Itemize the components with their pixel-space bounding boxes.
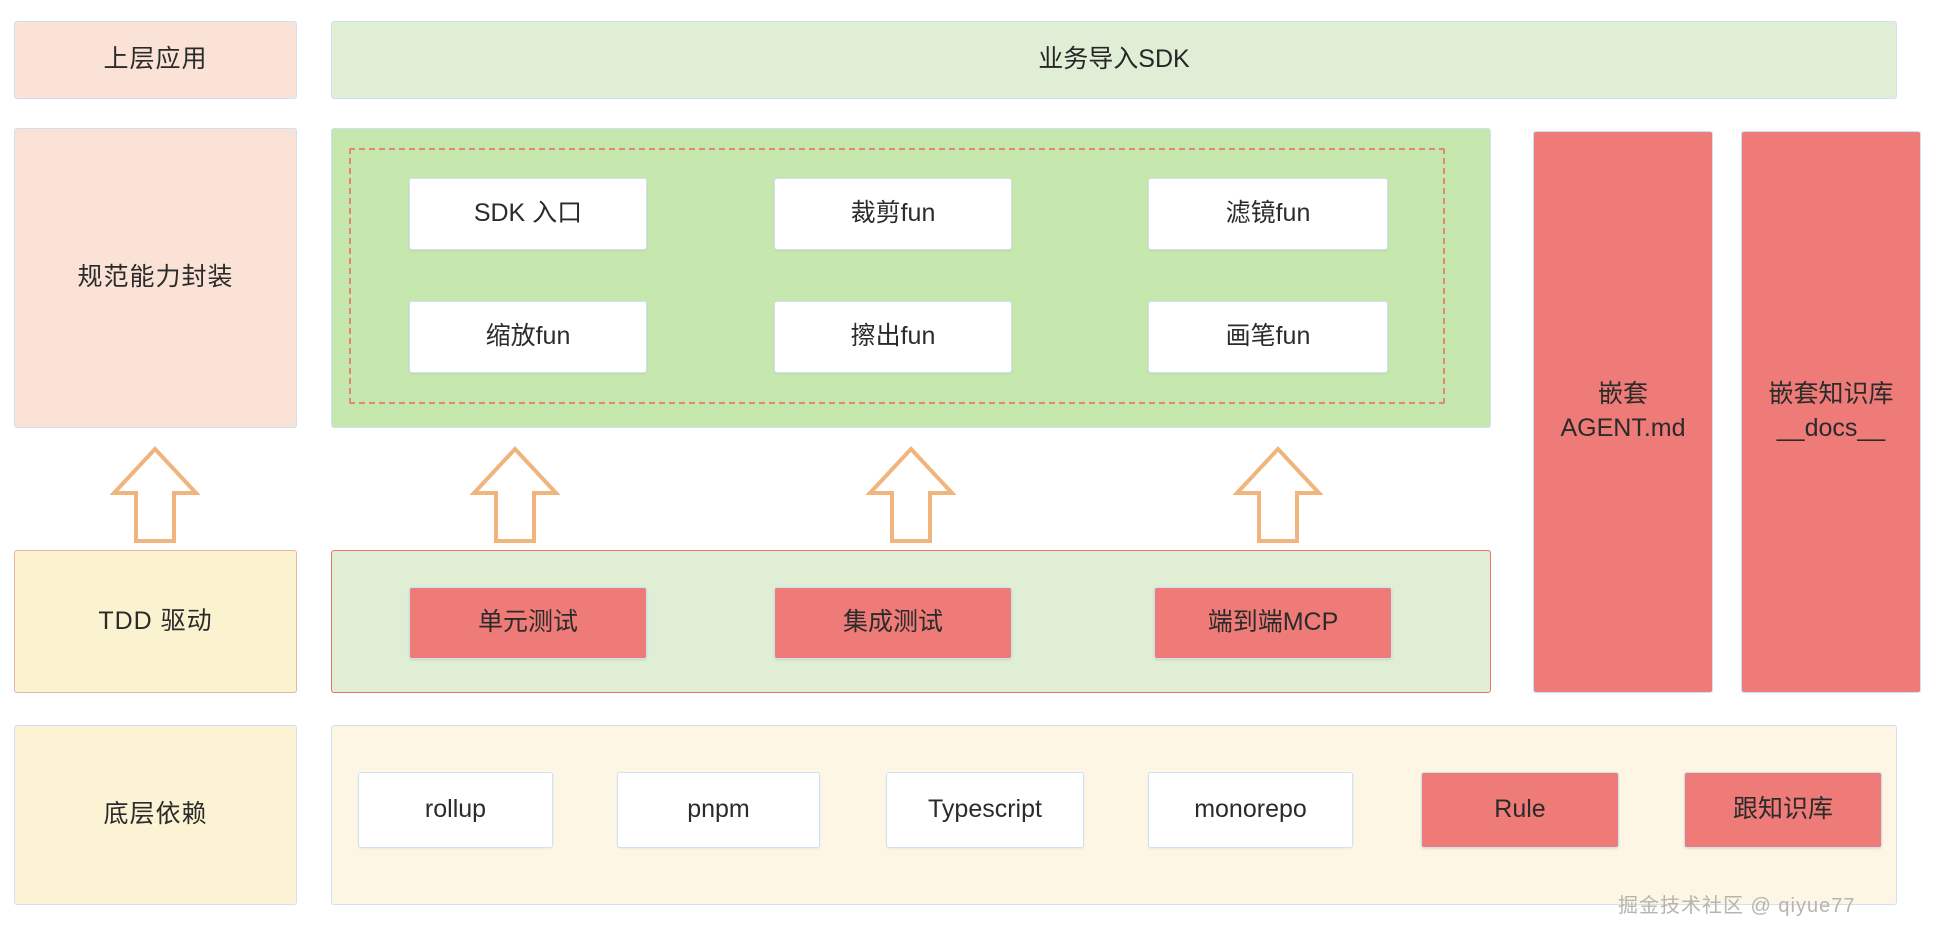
layer-label-base: 底层依赖: [14, 725, 297, 905]
side-panel-nested-knowledge-label: 嵌套知识库 __docs__: [1768, 380, 1894, 442]
layer-label-capability-text: 规范能力封装: [77, 263, 234, 292]
side-panel-nested-knowledge[interactable]: 嵌套知识库 __docs__: [1741, 131, 1921, 693]
dependency-card-rule[interactable]: Rule: [1421, 772, 1619, 848]
layer-label-tdd-text: TDD 驱动: [98, 606, 213, 635]
dependency-card-monorepo-label: monorepo: [1194, 795, 1307, 824]
test-card-e2e-mcp[interactable]: 端到端MCP: [1154, 587, 1392, 659]
arrow-up-capability: [110, 446, 200, 543]
function-card-zoom-label: 缩放fun: [485, 322, 571, 351]
arrow-up-unit-test: [470, 446, 560, 543]
base-dependency-panel: [331, 725, 1897, 905]
function-card-erase[interactable]: 擦出fun: [774, 301, 1012, 373]
function-card-brush[interactable]: 画笔fun: [1148, 301, 1388, 373]
layer-label-app-text: 上层应用: [103, 45, 208, 74]
function-card-zoom[interactable]: 缩放fun: [409, 301, 647, 373]
function-card-crop-label: 裁剪fun: [850, 199, 936, 228]
test-card-unit[interactable]: 单元测试: [409, 587, 647, 659]
dependency-card-typescript-label: Typescript: [928, 795, 1042, 824]
dependency-card-pnpm-label: pnpm: [687, 795, 750, 824]
dependency-card-monorepo[interactable]: monorepo: [1148, 772, 1353, 848]
arrow-up-e2e-mcp: [1233, 446, 1323, 543]
dependency-card-knowledge-base[interactable]: 跟知识库: [1684, 772, 1882, 848]
test-card-integration[interactable]: 集成测试: [774, 587, 1012, 659]
dependency-card-rollup[interactable]: rollup: [358, 772, 553, 848]
dependency-card-rollup-label: rollup: [424, 795, 487, 824]
test-card-e2e-mcp-label: 端到端MCP: [1207, 608, 1339, 637]
function-card-brush-label: 画笔fun: [1225, 322, 1311, 351]
layer-label-app: 上层应用: [14, 21, 297, 99]
function-card-filter[interactable]: 滤镜fun: [1148, 178, 1388, 250]
layer-label-tdd: TDD 驱动: [14, 550, 297, 693]
capability-panel: [331, 128, 1491, 428]
banner-sdk-import-text: 业务导入SDK: [1038, 45, 1190, 74]
banner-sdk-import: 业务导入SDK: [331, 21, 1897, 99]
test-card-unit-label: 单元测试: [477, 608, 578, 637]
side-panel-nested-agent-label: 嵌套 AGENT.md: [1560, 380, 1686, 442]
function-card-crop[interactable]: 裁剪fun: [774, 178, 1012, 250]
dependency-card-pnpm[interactable]: pnpm: [617, 772, 820, 848]
watermark: 掘金技术社区 @ qiyue77: [1618, 895, 1856, 917]
dependency-card-typescript[interactable]: Typescript: [886, 772, 1084, 848]
arrow-up-integration-test: [866, 446, 956, 543]
function-card-erase-label: 擦出fun: [850, 322, 936, 351]
dependency-card-rule-label: Rule: [1494, 795, 1546, 824]
test-card-integration-label: 集成测试: [842, 608, 943, 637]
side-panel-nested-agent[interactable]: 嵌套 AGENT.md: [1533, 131, 1713, 693]
dependency-card-knowledge-base-label: 跟知识库: [1732, 795, 1833, 824]
function-card-sdk-entry[interactable]: SDK 入口: [409, 178, 647, 250]
layer-label-capability: 规范能力封装: [14, 128, 297, 428]
layer-label-base-text: 底层依赖: [103, 800, 208, 829]
function-card-sdk-entry-label: SDK 入口: [473, 199, 583, 228]
function-card-filter-label: 滤镜fun: [1225, 199, 1311, 228]
